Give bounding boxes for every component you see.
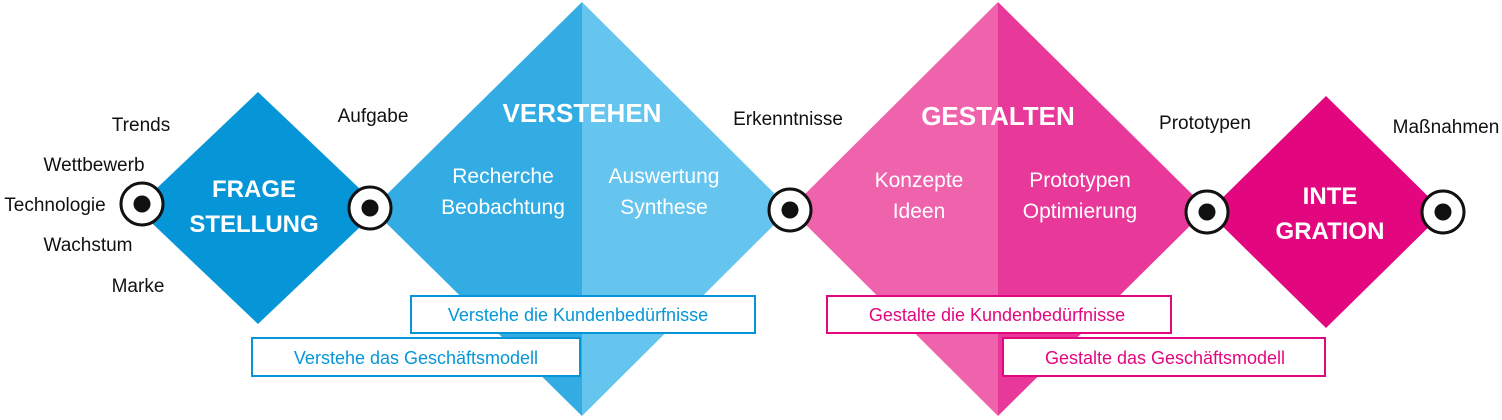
gestalten-box-lower-label: Gestalte das Geschäftsmodell xyxy=(1045,348,1285,368)
gestalten-right-item: Prototypen xyxy=(1029,169,1131,192)
label-erkenntnisse: Erkenntnisse xyxy=(733,109,843,130)
gestalten-right-item: Optimierung xyxy=(1023,200,1137,223)
gestalten-left-item: Konzepte xyxy=(875,169,964,192)
verstehen-box-upper-label: Verstehe die Kundenbedürfnisse xyxy=(448,305,708,325)
input-label-marke: Marke xyxy=(112,276,165,297)
checkpoint-icon xyxy=(767,187,813,233)
frage-title-line2: STELLUNG xyxy=(189,211,318,238)
input-label-technologie: Technologie xyxy=(4,195,105,216)
label-massnahmen: Maßnahmen xyxy=(1393,117,1500,138)
gestalten-left-item: Ideen xyxy=(893,200,946,223)
verstehen-box-lower-label: Verstehe das Geschäftsmodell xyxy=(294,348,538,368)
frage-title-line1: FRAGE xyxy=(212,176,296,203)
verstehen-right-item: Auswertung xyxy=(609,165,720,188)
gestalten-box-upper: Gestalte die Kundenbedürfnisse xyxy=(826,295,1172,334)
verstehen-box-lower: Verstehe das Geschäftsmodell xyxy=(251,337,581,377)
integration-title-line2: GRATION xyxy=(1276,218,1385,245)
integration-title-line1: INTE xyxy=(1303,183,1358,210)
input-label-wettbewerb: Wettbewerb xyxy=(43,155,144,176)
input-label-wachstum: Wachstum xyxy=(43,235,132,256)
label-aufgabe: Aufgabe xyxy=(338,106,409,127)
verstehen-left-item: Recherche xyxy=(452,165,554,188)
gestalten-box-lower: Gestalte das Geschäftsmodell xyxy=(1002,337,1326,377)
checkpoint-icon xyxy=(347,185,393,231)
gestalten-box-upper-label: Gestalte die Kundenbedürfnisse xyxy=(869,305,1125,325)
frage-diamond xyxy=(136,92,380,324)
verstehen-box-upper: Verstehe die Kundenbedürfnisse xyxy=(410,295,756,334)
checkpoint-icon xyxy=(119,181,165,227)
checkpoint-icon xyxy=(1184,189,1230,235)
input-label-trends: Trends xyxy=(112,115,170,136)
verstehen-right-item: Synthese xyxy=(620,196,708,219)
checkpoint-icon xyxy=(1420,189,1466,235)
integration-diamond xyxy=(1208,96,1444,328)
verstehen-title: VERSTEHEN xyxy=(503,98,662,128)
gestalten-title: GESTALTEN xyxy=(921,101,1075,131)
verstehen-left-item: Beobachtung xyxy=(441,196,565,219)
label-prototypen: Prototypen xyxy=(1159,113,1251,134)
